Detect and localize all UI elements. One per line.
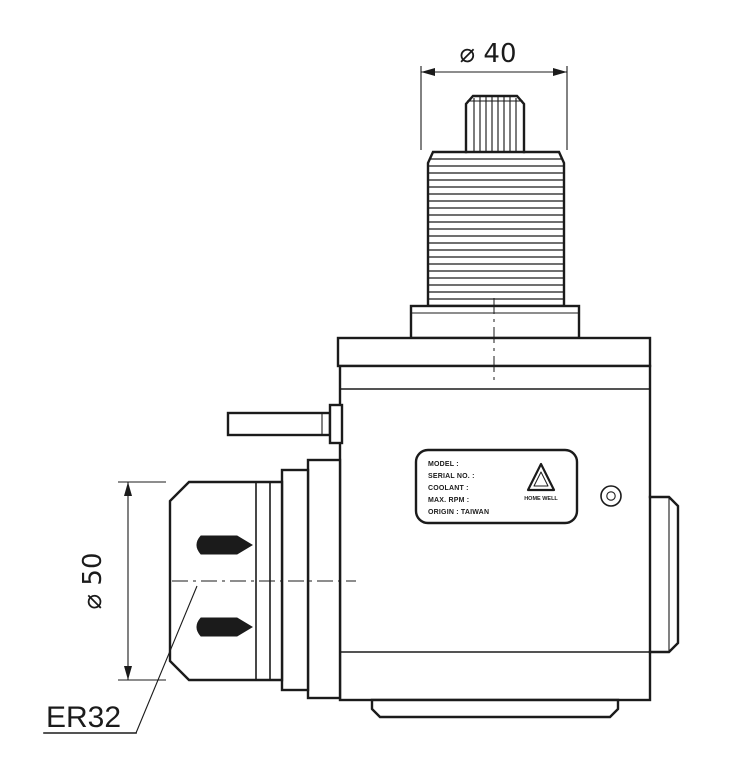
dim-50-annotation: ⌀ 50 [78,481,166,681]
shank-collar [409,304,581,340]
brand-logo: HOME WELL [524,462,558,502]
plate-line-model: MODEL : [428,461,459,468]
name-plate: MODEL : SERIAL NO. : COOLANT : MAX. RPM … [414,448,579,525]
plate-line-coolant: COOLANT : [428,485,469,492]
spindle-nose [280,458,342,700]
dim-40-annotation: ⌀ 40 [420,39,568,150]
spline-shaft [464,94,526,154]
er32-callout: ER32 [43,585,198,734]
collet-slot-bottom [196,617,253,637]
collet-slot-top [196,535,253,555]
dim-50-arrow-top [124,482,132,496]
er32-leader-line [135,585,198,734]
set-screw [600,485,622,507]
dim-50-text: ⌀ 50 [78,552,108,609]
plate-line-serial: SERIAL NO. : [428,473,475,480]
dim-40-text: ⌀ 40 [459,39,516,69]
centerlines [172,298,495,582]
ribbed-shank [426,150,566,308]
er-collet-nut [168,480,284,682]
base-plate [370,698,620,719]
dim-40-arrow-left [421,68,435,76]
brand-name: HOME WELL [524,496,558,502]
dim-40-arrow-right [553,68,567,76]
plate-line-origin: ORIGIN : TAIWAN [428,509,489,516]
er32-label: ER32 [46,701,121,734]
plate-line-rpm: MAX. RPM : [428,497,469,504]
right-boss [648,495,680,654]
dim-50-arrow-bottom [124,666,132,680]
gearbox-body [338,364,652,702]
coolant-pin [226,403,344,445]
